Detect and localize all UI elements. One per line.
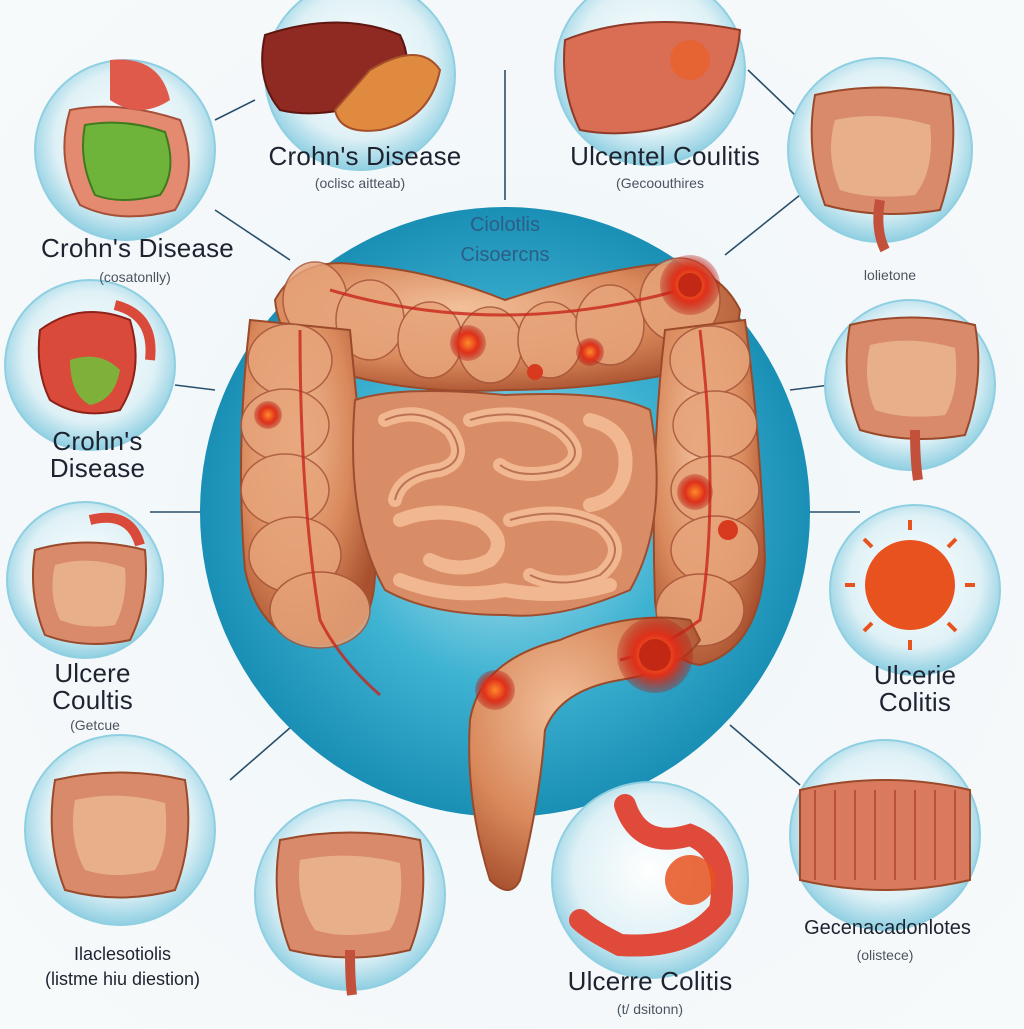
label-top-left-sub: (oclisc aitteab) [314,175,406,191]
label-bottom-right-sub: (olistece) [856,947,914,963]
satellite-top-right [554,0,746,166]
satellite-bottom-left [24,734,216,926]
label-left-1-title: Crohn's Disease [41,233,234,263]
center-title-1: Ciolotlis [469,214,541,236]
satellite-right-2 [824,299,996,481]
label-bottom-right-title: Gecenacadonlotes [804,917,971,939]
label-top-left-title: Crohn's Disease [268,141,462,171]
satellite-top-left [34,59,216,241]
label-left-3-title: Ulcere Coultis [52,658,133,716]
center-title-2: Cisoercns [460,244,550,266]
small-intestine [352,390,658,617]
label-bottom-left-sub: (listme hiu diestion) [44,969,201,989]
label-top-right-title: Ulcentel Coulitis [570,141,760,171]
label-left-3-sub: (Getcue [70,717,120,733]
satellite-circles [4,0,1001,996]
satellite-right-top [787,57,973,253]
satellite-right-virus [829,504,1001,676]
satellite-left-3 [6,501,164,659]
satellite-bottom-right [789,739,981,931]
satellite-bottom-mid-left [254,799,446,996]
label-right-2-title: Ulcerie Colitis [873,660,957,718]
label-left-2-title: Crohn's Disease [49,426,146,484]
label-bottom-mid-title: Ulcerre Colitis [567,966,733,996]
satellite-left-1 [4,279,176,451]
ulcer-spots [254,255,738,710]
label-left-1-sub: (cosatonlly) [99,269,171,285]
label-bottom-mid-sub: (t/ dsitonn) [616,1001,684,1017]
large-intestine [240,257,767,891]
label-top-right-sub: (Gecoouthires [616,175,704,191]
label-bottom-left-title: Ilaclesotiolis [73,944,172,964]
satellite-bottom-mid-right [551,781,749,979]
satellite-top-liver [261,0,456,171]
label-right-1-sub: lolietone [863,267,917,283]
